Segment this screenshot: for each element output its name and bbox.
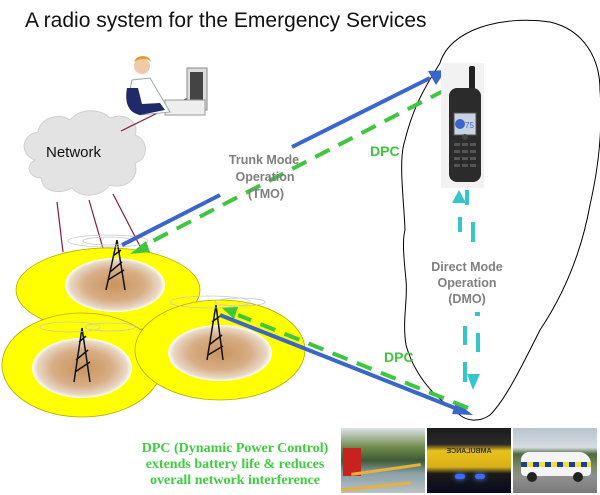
- emergency-services-photo-strip: AMBULANCE: [341, 428, 597, 493]
- police-car-photo: [513, 428, 597, 493]
- flood-fire-scene-photo: [341, 428, 425, 493]
- network-label: Network: [46, 144, 102, 161]
- svg-text:Operation: Operation: [437, 276, 496, 290]
- network-cloud: Network: [23, 110, 146, 196]
- radio-handset-icon: 75: [441, 63, 484, 188]
- svg-text:(TMO): (TMO): [248, 187, 284, 201]
- tmo-label: Trunk Mode Operation (TMO): [229, 153, 299, 201]
- cell-site-2: [1, 312, 163, 418]
- dpc-arrow-bottom: [222, 307, 469, 410]
- dpc-downlink-arrow-top: [130, 88, 446, 254]
- dpc-caption: DPC (Dynamic Power Control) extends batt…: [141, 441, 329, 488]
- link-tower-1: [56, 201, 64, 253]
- svg-text:Trunk Mode: Trunk Mode: [229, 153, 299, 167]
- cell-site-1: [15, 239, 201, 333]
- radio-tower-icon: [105, 239, 126, 291]
- dmo-arrow: [452, 190, 480, 390]
- svg-text:Direct Mode: Direct Mode: [431, 260, 503, 274]
- signal-ripples: [39, 234, 266, 333]
- ambulance-photo: AMBULANCE: [427, 428, 511, 493]
- radio-tower-icon: [206, 304, 224, 361]
- svg-text:Operation: Operation: [235, 170, 294, 184]
- dispatcher-operator-icon: [126, 56, 208, 116]
- link-tower-3: [112, 193, 143, 251]
- dmo-zone-outline: [401, 19, 600, 421]
- radio-tower-icon: [73, 327, 91, 383]
- diagram-title: A radio system for the Emergency Service…: [25, 9, 427, 32]
- dpc-label-bottom: DPC: [384, 349, 414, 365]
- dmo-label: Direct Mode Operation (DMO): [431, 260, 503, 306]
- handset-screen-text: 75: [465, 121, 474, 130]
- svg-text:(DMO): (DMO): [448, 292, 486, 306]
- dpc-label-top: DPC: [370, 143, 400, 159]
